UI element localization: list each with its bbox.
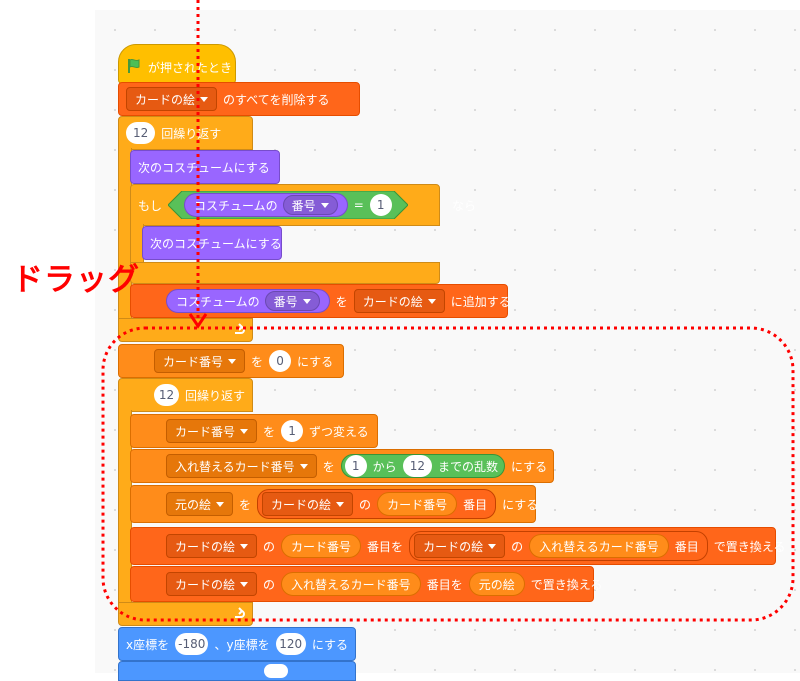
block-label: にする bbox=[502, 497, 539, 512]
next-costume-block[interactable]: 次のコスチュームにする bbox=[142, 226, 282, 260]
variable-reporter[interactable]: 入れ替えるカード番号 bbox=[529, 534, 669, 558]
compare-value-input[interactable]: 1 bbox=[369, 194, 392, 216]
variable-reporter[interactable]: カード番号 bbox=[281, 534, 362, 558]
drag-selection-outline bbox=[101, 326, 795, 622]
block-label: に追加する bbox=[450, 294, 511, 309]
block-label: 、y座標を bbox=[214, 637, 270, 652]
if-label: もし bbox=[138, 198, 163, 213]
repeat-count-input[interactable]: 12 bbox=[126, 122, 156, 144]
variable-dropdown[interactable]: カード番号 bbox=[154, 349, 246, 373]
variable-dropdown[interactable]: 入れ替えるカード番号 bbox=[166, 454, 317, 478]
block-label: にする bbox=[311, 637, 348, 652]
arrow-down-icon bbox=[188, 313, 208, 329]
dropdown-triangle-icon bbox=[302, 298, 311, 304]
block-label: 番目を bbox=[367, 539, 404, 554]
value-input[interactable]: 1 bbox=[281, 420, 304, 442]
change-variable-block[interactable]: カード番号 を 1 ずつ変える bbox=[130, 414, 378, 448]
block-label: を bbox=[322, 459, 335, 474]
repeat-block[interactable]: 12 回繰り返す bbox=[118, 378, 253, 412]
repeat-block-bottom bbox=[118, 602, 253, 626]
x-input[interactable]: -180 bbox=[175, 633, 209, 655]
go-to-xy-block[interactable]: x座標を -180 、y座標を 120 にする bbox=[118, 627, 356, 661]
loop-arrow-icon bbox=[232, 322, 246, 341]
costume-attribute-dropdown[interactable]: 番号 bbox=[282, 195, 338, 215]
costume-attribute-dropdown[interactable]: 番号 bbox=[264, 291, 320, 311]
replace-item-block[interactable]: カードの絵 の 入れ替えるカード番号 番目を 元の絵 で置き換える bbox=[130, 566, 602, 602]
variable-reporter[interactable]: 元の絵 bbox=[468, 572, 525, 596]
block-label: 回繰り返す bbox=[161, 126, 222, 141]
value-input[interactable]: 0 bbox=[269, 350, 292, 372]
item-of-list-reporter[interactable]: カードの絵 の 入れ替えるカード番号 番目 bbox=[409, 531, 708, 561]
loop-arrow-icon bbox=[232, 606, 246, 625]
block-label: の bbox=[263, 577, 276, 592]
equals-symbol: = bbox=[353, 198, 364, 212]
equals-operator[interactable]: コスチュームの 番号 = 1 bbox=[168, 191, 409, 219]
when-flag-clicked-block[interactable]: が押されたとき bbox=[118, 44, 236, 84]
dropdown-triangle-icon bbox=[240, 428, 249, 434]
variable-dropdown[interactable]: 元の絵 bbox=[166, 492, 234, 516]
hat-label: が押されたとき bbox=[148, 60, 233, 75]
dropdown-triangle-icon bbox=[228, 358, 237, 364]
set-variable-block[interactable]: 入れ替えるカード番号 を 1 から 12 までの乱数 にする bbox=[130, 449, 554, 483]
block-label: を bbox=[335, 294, 348, 309]
random-operator[interactable]: 1 から 12 までの乱数 bbox=[340, 454, 505, 478]
block-label: にする bbox=[510, 459, 548, 474]
dropdown-triangle-icon bbox=[320, 202, 329, 208]
block-label: で置き換える bbox=[530, 577, 603, 592]
item-of-list-reporter[interactable]: カードの絵 の カード番号 番目 bbox=[257, 489, 497, 519]
set-variable-block[interactable]: 元の絵 を カードの絵 の カード番号 番目 にする bbox=[130, 485, 539, 523]
variable-dropdown[interactable]: カード番号 bbox=[166, 419, 258, 443]
costume-reporter[interactable]: コスチュームの 番号 bbox=[166, 289, 330, 313]
if-block[interactable]: もし コスチュームの 番号 = 1 なら bbox=[130, 184, 476, 226]
costume-reporter[interactable]: コスチュームの 番号 bbox=[184, 193, 348, 217]
block-label: の bbox=[263, 539, 276, 554]
dropdown-triangle-icon bbox=[336, 501, 345, 507]
if-block-bottom bbox=[130, 262, 440, 284]
random-from-input[interactable]: 1 bbox=[344, 455, 367, 477]
green-flag-icon bbox=[126, 58, 142, 77]
list-dropdown[interactable]: カードの絵 bbox=[166, 572, 258, 596]
list-dropdown[interactable]: カードの絵 bbox=[126, 87, 218, 111]
dropdown-triangle-icon bbox=[488, 543, 497, 549]
add-to-list-block[interactable]: コスチュームの 番号 を カードの絵 に追加する bbox=[130, 284, 511, 318]
variable-reporter[interactable]: 入れ替えるカード番号 bbox=[281, 572, 421, 596]
dropdown-triangle-icon bbox=[200, 96, 209, 102]
block-label: ずつ変える bbox=[309, 424, 369, 439]
block-label: にする bbox=[297, 354, 334, 369]
drag-label: ドラッグ bbox=[12, 262, 140, 298]
block-label: x座標を bbox=[126, 637, 170, 652]
block-label: を bbox=[251, 354, 264, 369]
repeat-block[interactable]: 12 回繰り返す bbox=[118, 116, 253, 150]
random-to-input[interactable]: 12 bbox=[402, 455, 432, 477]
repeat-count-input[interactable]: 12 bbox=[154, 384, 179, 406]
list-dropdown[interactable]: カードの絵 bbox=[262, 492, 354, 516]
variable-reporter[interactable]: カード番号 bbox=[377, 492, 458, 516]
block-label: で置き換える bbox=[713, 539, 786, 554]
block-label: 次のコスチュームにする bbox=[138, 160, 270, 175]
repeat-block-bottom bbox=[118, 318, 253, 342]
y-input[interactable]: 120 bbox=[275, 633, 306, 655]
block-label: のすべてを削除する bbox=[223, 92, 330, 107]
then-label: なら bbox=[452, 198, 477, 213]
block-label: 次のコスチュームにする bbox=[150, 236, 282, 251]
replace-item-block[interactable]: カードの絵 の カード番号 番目を カードの絵 の 入れ替えるカード番号 番目 … bbox=[130, 527, 785, 565]
dropdown-triangle-icon bbox=[240, 581, 249, 587]
dropdown-triangle-icon bbox=[216, 501, 225, 507]
list-dropdown[interactable]: カードの絵 bbox=[353, 289, 445, 313]
dropdown-triangle-icon bbox=[299, 463, 308, 469]
set-variable-block[interactable]: カード番号 を 0 にする bbox=[118, 344, 344, 378]
dropdown-triangle-icon bbox=[427, 298, 436, 304]
dropdown-triangle-icon bbox=[240, 543, 249, 549]
delete-all-of-list-block[interactable]: カードの絵 のすべてを削除する bbox=[118, 82, 360, 116]
block-label: 回繰り返す bbox=[184, 388, 245, 403]
list-dropdown[interactable]: カードの絵 bbox=[166, 534, 258, 558]
next-costume-block[interactable]: 次のコスチュームにする bbox=[130, 150, 280, 184]
block-label: 番目を bbox=[426, 577, 463, 592]
block-label: を bbox=[239, 497, 252, 512]
block-label: を bbox=[263, 424, 276, 439]
list-dropdown[interactable]: カードの絵 bbox=[414, 534, 506, 558]
